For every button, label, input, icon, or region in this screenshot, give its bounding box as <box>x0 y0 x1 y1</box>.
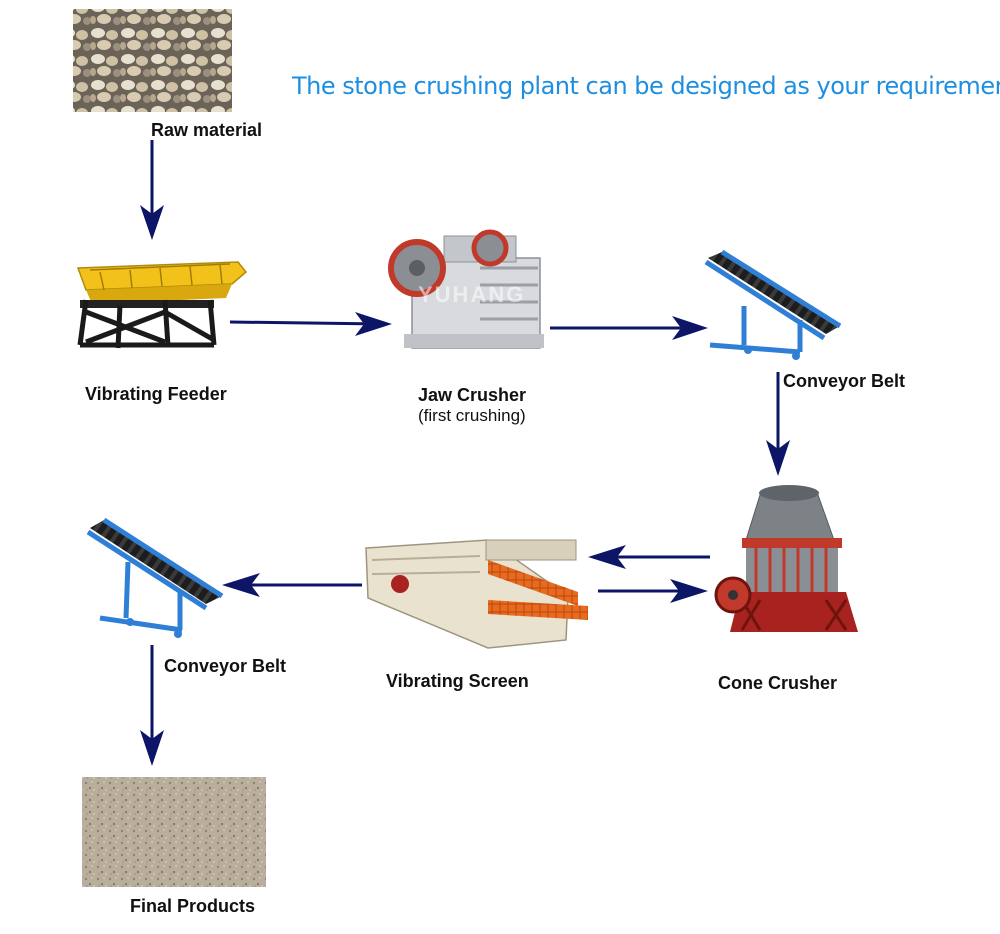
watermark: YUHANG <box>418 282 526 307</box>
headline: The stone crushing plant can be designed… <box>292 72 1000 100</box>
jaw-crusher-image <box>388 229 544 349</box>
arrow-belt-to-cone <box>766 372 790 476</box>
vibrating-screen-image <box>365 539 588 649</box>
raw-material-label: Raw material <box>151 120 263 140</box>
conveyor-belt-2-image <box>86 517 224 638</box>
final-products-label: Final Products <box>130 896 256 916</box>
jaw-crusher-note: (first crushing) <box>418 406 526 425</box>
cone-crusher-image <box>714 485 858 632</box>
arrow-belt-to-final <box>140 645 164 766</box>
vibrating-screen-label: Vibrating Screen <box>386 671 529 691</box>
jaw-crusher-label: Jaw Crusher <box>418 385 527 405</box>
arrow-screen-to-belt <box>222 573 362 597</box>
cone-crusher-label: Cone Crusher <box>718 673 838 693</box>
conveyor-belt-1-image <box>704 249 842 360</box>
arrow-raw-to-feeder <box>140 140 164 240</box>
conveyor-belt-1-label: Conveyor Belt <box>783 371 906 391</box>
arrow-jaw-to-belt <box>550 316 708 340</box>
raw-material-image <box>73 9 232 112</box>
vibrating-feeder-image <box>76 261 248 349</box>
arrow-screen-to-cone <box>598 579 708 603</box>
final-products-image <box>82 777 266 887</box>
arrow-feeder-to-jaw <box>229 312 392 336</box>
arrow-cone-to-screen <box>588 545 710 569</box>
conveyor-belt-2-label: Conveyor Belt <box>164 656 287 676</box>
vibrating-feeder-label: Vibrating Feeder <box>85 384 227 404</box>
